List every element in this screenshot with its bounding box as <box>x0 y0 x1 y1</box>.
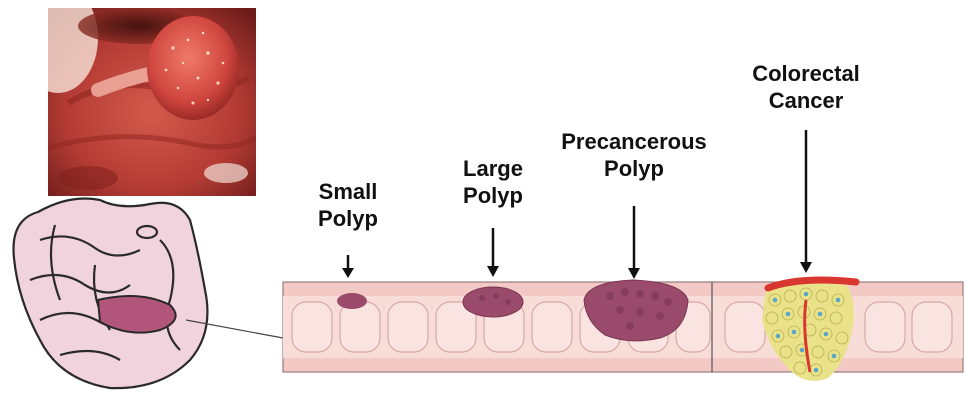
arrow-small-polyp <box>342 255 354 278</box>
label-precancerous-polyp-line1: Precancerous <box>553 128 715 155</box>
label-large-polyp-line2: Polyp <box>452 182 534 209</box>
large-polyp <box>463 287 523 317</box>
label-large-polyp-line1: Large <box>452 155 534 182</box>
arrow-precancerous-polyp <box>628 206 640 279</box>
label-colorectal-cancer-line2: Cancer <box>734 87 878 114</box>
label-colorectal-cancer-line1: Colorectal <box>734 60 878 87</box>
label-colorectal-cancer: Colorectal Cancer <box>734 60 878 114</box>
label-small-polyp-line1: Small <box>310 178 386 205</box>
arrow-large-polyp <box>487 228 499 277</box>
arrow-colorectal-cancer <box>800 130 812 273</box>
small-polyp <box>337 293 367 309</box>
intestine-illustration <box>14 199 208 389</box>
label-precancerous-polyp: Precancerous Polyp <box>553 128 715 182</box>
label-small-polyp: Small Polyp <box>310 178 386 232</box>
highlighted-colon-segment <box>98 296 176 333</box>
label-precancerous-polyp-line2: Polyp <box>553 155 715 182</box>
label-large-polyp: Large Polyp <box>452 155 534 209</box>
label-small-polyp-line2: Polyp <box>310 205 386 232</box>
